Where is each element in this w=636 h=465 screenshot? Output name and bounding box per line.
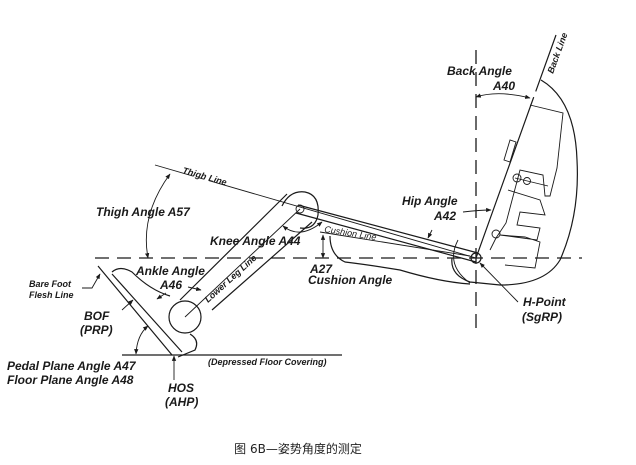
figure-caption-text: 图 6B—姿势角度的测定 [234,442,362,456]
thigh-angle-label: Thigh Angle A57 [96,205,191,219]
figure-caption: 图 6B—姿势角度的测定 [0,440,636,457]
prp-label: (PRP) [80,323,113,337]
foot-outline [111,267,198,358]
torso-pivot-upper-2 [523,177,531,185]
hip-angle-leader [462,207,492,213]
cushion-angle-label: Cushion Angle [308,273,393,287]
pedal-angle-arc [134,325,149,355]
knee-angle-label: Knee Angle A44 [210,234,301,248]
ankle-angle-arc [156,292,167,300]
depressed-floor-label: (Depressed Floor Covering) [208,357,327,367]
bof-label: BOF [84,309,110,323]
ankle-angle-label: Ankle Angle [135,264,205,278]
ankle-joint [168,300,202,334]
bof-leader [121,299,134,311]
thigh-angle-arc [144,173,171,259]
thigh-bar [295,204,479,263]
back-angle-code: A40 [492,79,515,93]
knee-joint [295,204,305,214]
hip-angle-leader-2 [427,229,433,239]
lower-leg-line [184,208,301,318]
sgrp-label: (SgRP) [522,310,562,324]
seat-pan-arc [453,239,471,284]
knee-angle-arc [282,221,323,233]
hos-label: HOS [168,381,194,395]
cushion-angle-code: A27 [309,262,333,276]
cushion-outline [329,235,471,285]
bare-foot-label: Bare Foot [29,279,72,289]
floor-plane-angle-label: Floor Plane Angle A48 [7,373,134,387]
torso-pivot-upper [512,173,522,183]
knee-outline [281,191,319,229]
h-point-leader [479,262,519,303]
thigh-line-label: Thigh Line [181,165,227,187]
ankle-angle-leader [187,286,202,292]
lower-leg-outline [179,193,313,311]
hip-angle-label: Hip Angle [402,194,458,208]
back-angle-arc [475,93,531,99]
thigh-line [154,164,477,259]
seat-back-outline [451,79,578,286]
flesh-line-label: Flesh Line [29,290,74,300]
back-line [475,34,557,259]
lower-leg-line-label: Lower Leg Line [203,253,259,305]
torso-mechanism [499,139,549,269]
torso-pivot-lower [491,229,501,239]
ahp-label: (AHP) [165,395,198,409]
cushion-line [319,231,471,257]
pedal-plane-angle-label: Pedal Plane Angle A47 [7,359,137,373]
seat-back-inner [489,104,564,251]
pedal-plane [97,265,183,356]
back-angle-label: Back Angle [447,64,512,78]
ankle-angle-code: A46 [159,278,182,292]
h-point-label: H-Point [523,295,567,309]
bare-foot-leader [82,273,101,289]
hip-angle-code: A42 [433,209,456,223]
